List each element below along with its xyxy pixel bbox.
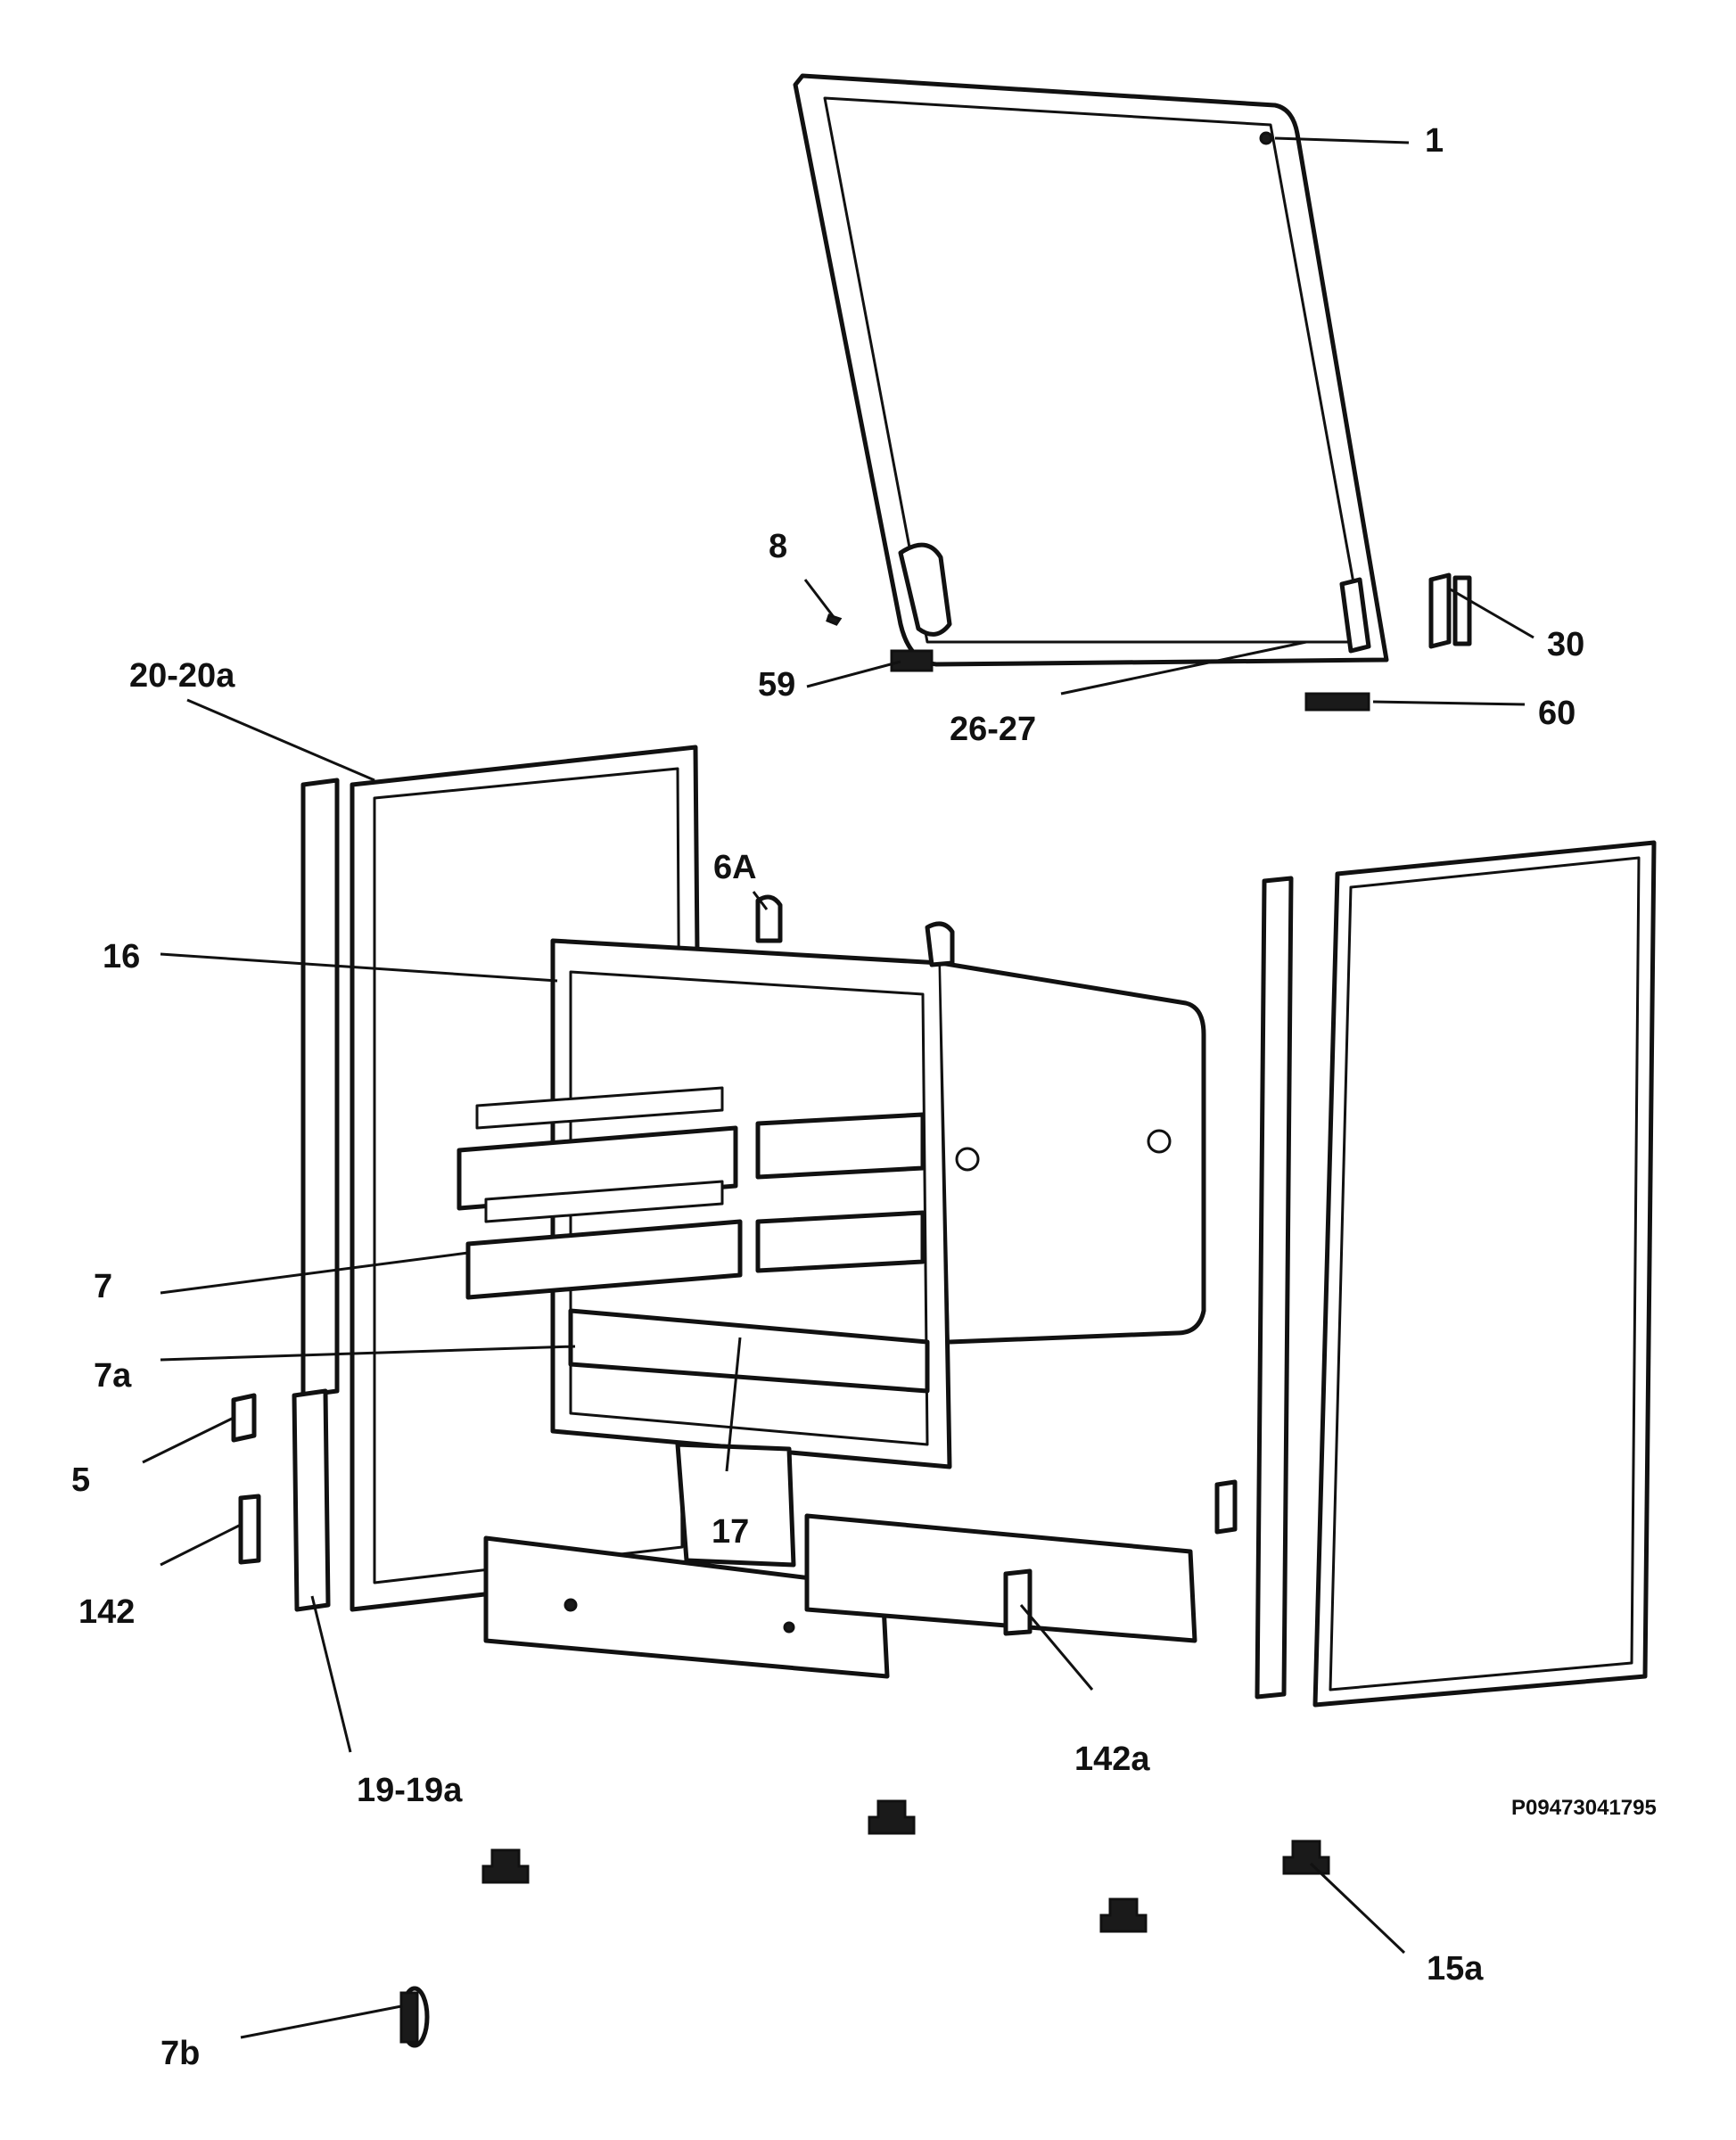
plinth-17 — [483, 1442, 1197, 1679]
clip-right — [1214, 1479, 1238, 1535]
gear-7b — [399, 1986, 430, 2048]
reference-code: P09473041795 — [1511, 1796, 1657, 1820]
callout-7b: 7b — [160, 2035, 200, 2072]
foot-c — [1099, 1897, 1148, 1933]
callout-26-27: 26-27 — [950, 711, 1036, 748]
callout-20-20a: 20-20a — [129, 657, 235, 695]
bracket-30 — [1428, 572, 1472, 649]
callout-16: 16 — [103, 938, 140, 975]
callout-142a: 142a — [1074, 1741, 1150, 1778]
callout-7: 7 — [94, 1268, 112, 1305]
rack-rails-7 — [457, 1086, 926, 1300]
callout-60: 60 — [1538, 695, 1576, 732]
clip-142a — [1003, 1568, 1033, 1636]
foot-b — [868, 1799, 916, 1835]
callout-6A: 6A — [713, 849, 757, 886]
right-side-panel — [1312, 840, 1657, 1708]
callout-15a: 15a — [1427, 1950, 1484, 1988]
foot-d — [1282, 1840, 1330, 1875]
callout-17: 17 — [712, 1513, 749, 1551]
callout-142: 142 — [78, 1593, 135, 1631]
callout-1: 1 — [1425, 122, 1444, 160]
callout-7a: 7a — [94, 1357, 132, 1395]
leader-lines — [142, 136, 1534, 2039]
callout-30: 30 — [1547, 626, 1584, 663]
screw-8 — [826, 613, 843, 626]
top-panel-frame — [793, 73, 1389, 667]
right-trim-strip — [1255, 876, 1294, 1700]
clip-142 — [238, 1494, 261, 1565]
callout-5: 5 — [71, 1461, 90, 1499]
clip-5 — [231, 1393, 257, 1443]
callout-labels: 1 8 30 59 26-27 60 20-20a 6A 16 7 7a 5 1… — [71, 122, 1657, 2072]
callout-19-19a: 19-19a — [357, 1772, 463, 1809]
callout-8: 8 — [769, 528, 787, 565]
foot-a — [481, 1848, 530, 1884]
foot-60 — [1304, 692, 1370, 712]
trim-strip-19 — [292, 1388, 331, 1612]
foot-59 — [890, 649, 934, 672]
callout-59: 59 — [758, 666, 795, 704]
